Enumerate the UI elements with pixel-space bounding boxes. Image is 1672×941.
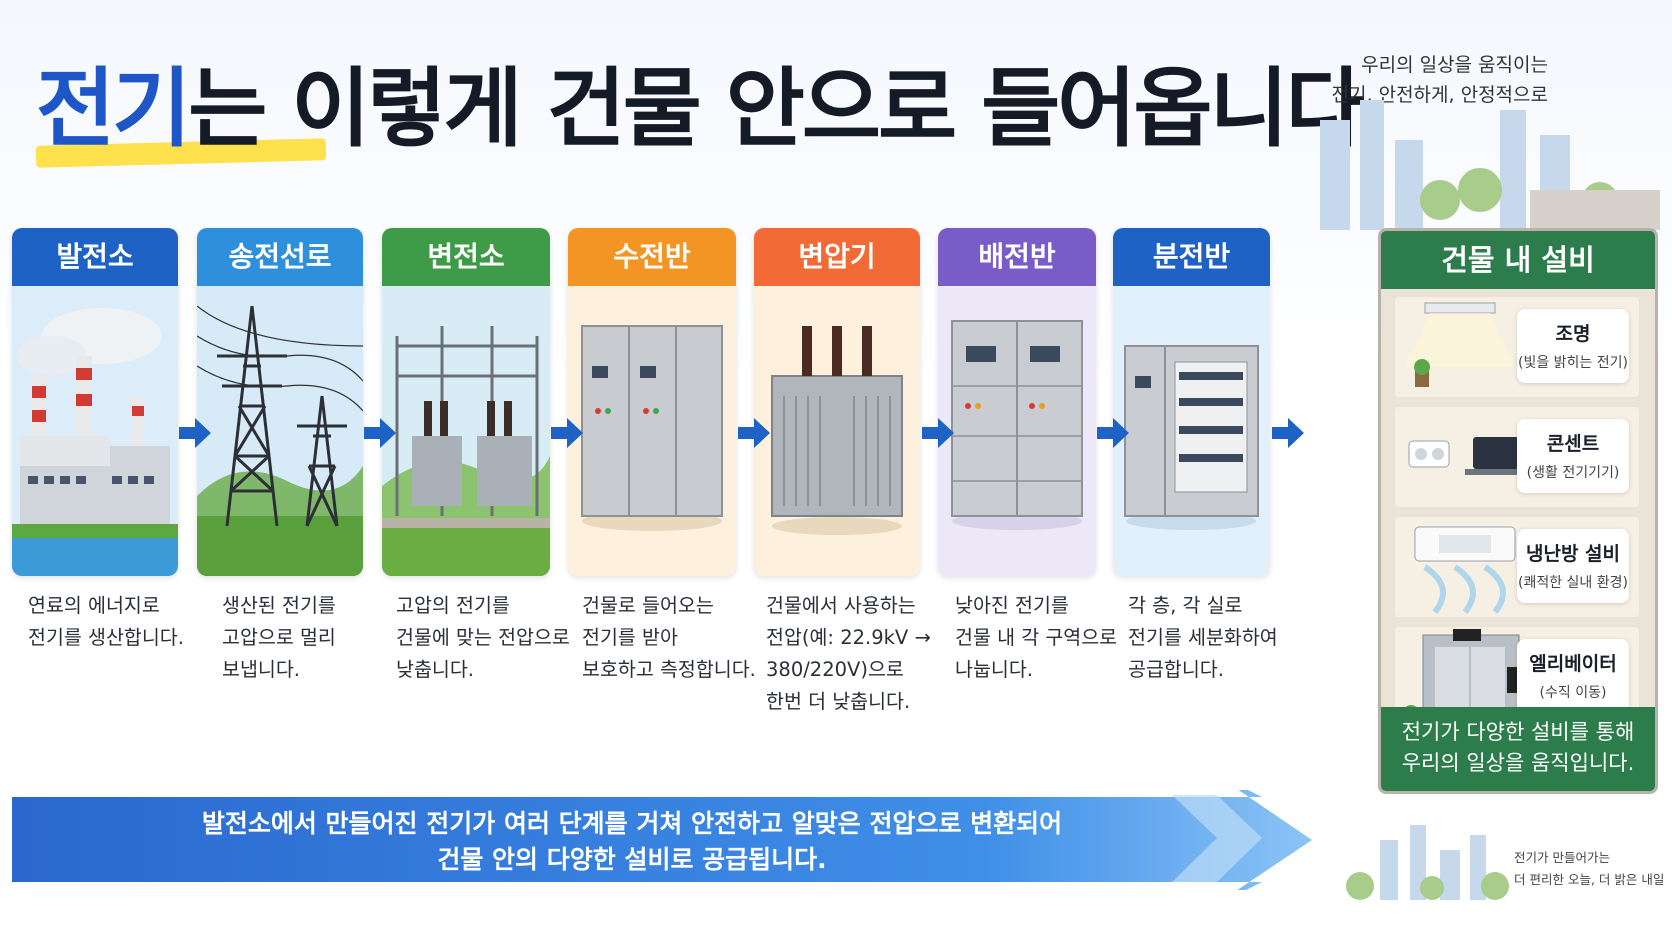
air-conditioner-icon: [1414, 526, 1516, 614]
stage-desc-power-plant: 연료의 에너지로 전기를 생산합니다.: [28, 590, 184, 654]
banner-line: 건물 안의 다양한 설비로 공급됩니다.: [437, 845, 827, 874]
desc-line: 건물 내 각 구역으로: [955, 626, 1118, 649]
banner-line: 발전소에서 만들어진 전기가 여러 단계를 거쳐 안전하고 알맞은 전압으로 변…: [201, 809, 1063, 838]
desc-line: 전기를 생산합니다.: [28, 626, 184, 649]
equipment-subtitle: (수직 이동): [1539, 685, 1607, 701]
stage-distribution-board: 배전반: [938, 228, 1096, 576]
equipment-subtitle: (쾌적한 실내 환경): [1518, 575, 1628, 591]
desc-line: 연료의 에너지로: [28, 594, 160, 617]
title-rest: 는 이렇게 건물 안으로 들어옵니다: [188, 59, 1364, 159]
receiving-panel-illustration: [568, 286, 736, 576]
stage-transformer: 변압기: [754, 228, 920, 576]
tagline-line-2: 전기, 안전하게, 안정적으로: [1331, 84, 1548, 106]
flow-arrow-icon: [1097, 418, 1129, 448]
stage-desc-panel-board: 각 층, 각 실로 전기를 세분화하여 공급합니다.: [1128, 590, 1278, 686]
desc-line: 전기를 받아: [582, 626, 678, 649]
stage-title: 발전소: [12, 228, 178, 286]
desc-line: 생산된 전기를: [222, 594, 336, 617]
footer-line: 전기가 다양한 설비를 통해: [1401, 720, 1635, 744]
stage-desc-receiving-panel: 건물로 들어오는 전기를 받아 보호하고 측정합니다.: [582, 590, 756, 686]
stage-title: 변전소: [382, 228, 550, 286]
distribution-board-illustration: [938, 286, 1096, 576]
desc-line: 공급합니다.: [1128, 658, 1224, 681]
stage-desc-distribution-board: 낮아진 전기를 건물 내 각 구역으로 나눕니다.: [955, 590, 1117, 686]
building-panel: 건물 내 설비 조명 (빛을 밝히는 전기) 콘센트 (생활 전기기기): [1378, 228, 1658, 794]
flow-arrow-icon: [922, 418, 954, 448]
equipment-title: 콘센트: [1546, 433, 1600, 455]
desc-line: 전압(예: 22.9kV →: [766, 626, 931, 649]
substation-illustration: [382, 286, 550, 576]
footnote-line: 전기가 만들어가는: [1514, 850, 1610, 865]
summary-banner: 발전소에서 만들어진 전기가 여러 단계를 거쳐 안전하고 알맞은 전압으로 변…: [12, 790, 1342, 890]
flow-arrow-icon: [364, 418, 396, 448]
desc-line: 낮춥니다.: [396, 658, 474, 681]
stage-title: 배전반: [938, 228, 1096, 286]
footnote: 전기가 만들어가는 더 편리한 오늘, 더 밝은 내일: [1514, 847, 1664, 891]
equipment-title: 냉난방 설비: [1525, 543, 1620, 565]
stage-transmission-line: 송전선로: [197, 228, 363, 576]
footnote-line: 더 편리한 오늘, 더 밝은 내일: [1514, 872, 1665, 887]
tagline-line-1: 우리의 일상을 움직이는: [1361, 54, 1548, 76]
footer-line: 우리의 일상을 움직입니다.: [1401, 751, 1635, 775]
desc-line: 한번 더 낮춥니다.: [766, 690, 911, 713]
desc-line: 각 층, 각 실로: [1128, 594, 1243, 617]
transmission-tower-illustration: [197, 286, 363, 576]
stage-receiving-panel: 수전반: [568, 228, 736, 576]
title-area: 전기는 이렇게 건물 안으로 들어옵니다: [35, 54, 1365, 174]
floor-lighting: 조명 (빛을 밝히는 전기): [1395, 297, 1639, 397]
desc-line: 고압의 전기를: [396, 594, 510, 617]
stage-substation: 변전소: [382, 228, 550, 576]
flow-arrow-icon: [738, 418, 770, 448]
stage-desc-substation: 고압의 전기를 건물에 맞는 전압으로 낮춥니다.: [396, 590, 570, 686]
city-skyline-illustration: [1320, 100, 1660, 230]
desc-line: 380/220V)으로: [766, 658, 904, 681]
desc-line: 보냅니다.: [222, 658, 300, 681]
power-plant-illustration: [12, 286, 178, 576]
page-title: 전기는 이렇게 건물 안으로 들어옵니다: [36, 54, 1365, 164]
flow-arrow-icon: [1272, 418, 1304, 448]
desc-line: 고압으로 멀리: [222, 626, 336, 649]
ceiling-light-icon: [1405, 302, 1515, 387]
equipment-label: 냉난방 설비 (쾌적한 실내 환경): [1517, 529, 1629, 603]
flow-arrow-icon: [179, 418, 211, 448]
equipment-label: 엘리베이터 (수직 이동): [1517, 639, 1629, 713]
desc-line: 건물에 맞는 전압으로: [396, 626, 570, 649]
desc-line: 전기를 세분화하여: [1128, 626, 1278, 649]
banner-arrow-shape: [12, 790, 1312, 890]
desc-line: 건물로 들어오는: [582, 594, 714, 617]
desc-line: 보호하고 측정합니다.: [582, 658, 756, 681]
stage-power-plant: 발전소: [12, 228, 178, 576]
equipment-subtitle: (생활 전기기기): [1526, 465, 1620, 481]
flow-arrow-icon: [551, 418, 583, 448]
title-accent: 전기: [36, 59, 191, 159]
panel-board-illustration: [1113, 286, 1270, 576]
stage-title: 분전반: [1113, 228, 1270, 286]
equipment-subtitle: (빛을 밝히는 전기): [1518, 355, 1628, 371]
equipment-label: 조명 (빛을 밝히는 전기): [1517, 309, 1629, 383]
equipment-label: 콘센트 (생활 전기기기): [1517, 419, 1629, 493]
equipment-title: 엘리베이터: [1529, 653, 1617, 675]
desc-line: 나눕니다.: [955, 658, 1033, 681]
floor-hvac: 냉난방 설비 (쾌적한 실내 환경): [1395, 517, 1639, 617]
building-title: 건물 내 설비: [1381, 231, 1655, 289]
transformer-illustration: [754, 286, 920, 576]
banner-text: 발전소에서 만들어진 전기가 여러 단계를 거쳐 안전하고 알맞은 전압으로 변…: [12, 806, 1252, 878]
desc-line: 건물에서 사용하는: [766, 594, 916, 617]
stage-title: 송전선로: [197, 228, 363, 286]
desc-line: 낮아진 전기를: [955, 594, 1069, 617]
stage-title: 수전반: [568, 228, 736, 286]
floor-outlet: 콘센트 (생활 전기기기): [1395, 407, 1639, 507]
stage-desc-transmission-line: 생산된 전기를 고압으로 멀리 보냅니다.: [222, 590, 336, 686]
stage-title: 변압기: [754, 228, 920, 286]
equipment-title: 조명: [1555, 323, 1591, 345]
tagline: 우리의 일상을 움직이는 전기, 안전하게, 안정적으로: [1332, 50, 1548, 110]
power-outlet-icon: [1408, 437, 1527, 475]
stage-panel-board: 분전반: [1113, 228, 1270, 576]
stage-desc-transformer: 건물에서 사용하는 전압(예: 22.9kV → 380/220V)으로 한번 …: [766, 590, 931, 718]
building-footer: 전기가 다양한 설비를 통해 우리의 일상을 움직입니다.: [1381, 707, 1655, 791]
small-city-illustration: [1346, 825, 1509, 900]
